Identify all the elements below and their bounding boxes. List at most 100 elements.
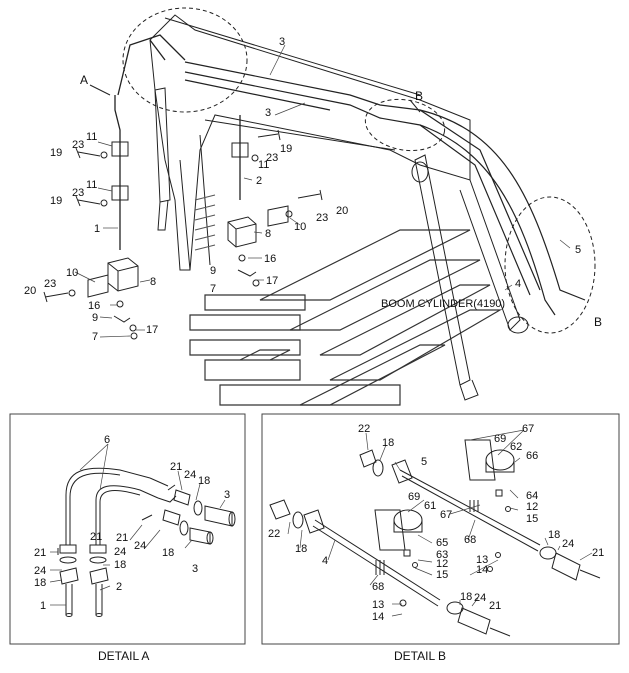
detail-b-circle [364, 98, 446, 152]
bracket-10-b [267, 205, 289, 227]
b-label-62: 62 [510, 441, 522, 453]
a-label-18-c: 18 [114, 559, 126, 571]
hose-1 [114, 95, 121, 250]
cap-17-a [129, 324, 137, 332]
washer-23-e [68, 289, 76, 297]
label-23-d: 23 [266, 152, 278, 164]
lower-boom-arm [459, 179, 521, 331]
fitting-9-b [237, 269, 257, 277]
b-label-21-a: 21 [592, 547, 604, 559]
cap-17-b [252, 279, 260, 287]
label-23-e: 23 [316, 212, 328, 224]
label-17-a: 17 [146, 324, 158, 336]
bolt-19-b [75, 195, 101, 207]
detail-a-circle [122, 7, 248, 113]
label-5: 5 [575, 244, 581, 256]
washer-23-b [100, 199, 108, 207]
label-3-upper: 3 [279, 36, 285, 48]
label-11-c: 11 [258, 159, 269, 171]
label-23-c: 23 [44, 278, 56, 290]
a-label-2: 2 [116, 581, 122, 593]
bolt-19-a [75, 147, 101, 159]
label-23-b: 23 [72, 187, 84, 199]
boom-grating [194, 194, 216, 251]
bolt-20-a [43, 291, 69, 303]
b-label-15-b: 15 [436, 569, 448, 581]
detail-a-hose-2 [95, 485, 159, 545]
boom-upper-edge [164, 17, 421, 96]
b-label-68-b: 68 [372, 581, 384, 593]
fitting-9-a [113, 315, 131, 323]
clamp-11-c [231, 142, 249, 158]
callout-b-lower: B [594, 315, 602, 329]
b-label-65: 65 [436, 537, 448, 549]
b-label-4: 4 [322, 555, 328, 567]
b-label-64: 64 [526, 490, 538, 502]
b-label-13-a: 13 [476, 554, 488, 566]
detail-b-dome-lower [393, 509, 423, 531]
boom-lower-edge [204, 119, 396, 151]
callout-b-leader [409, 99, 421, 113]
b-label-61: 61 [424, 500, 436, 512]
a-label-3-b: 3 [192, 563, 198, 575]
b-label-67-a: 67 [522, 423, 534, 435]
label-20-b: 20 [336, 205, 348, 217]
boom-side-plate [179, 134, 211, 271]
valve-block-8-a [107, 257, 139, 292]
detail-b-flange-5-left [391, 459, 413, 484]
clamp-11-a [111, 141, 129, 157]
label-4: 4 [515, 278, 521, 290]
detail-a-pipe-2 [95, 584, 103, 615]
main-labels: 3 3 11 23 19 11 23 19 1 10 23 20 8 16 9 … [24, 36, 581, 343]
detail-a-fitting-right [89, 544, 107, 554]
bracket-10-a [87, 274, 109, 298]
b-label-68-a: 68 [464, 534, 476, 546]
boom-cylinder [414, 154, 479, 401]
a-label-21-d: 21 [90, 531, 102, 543]
label-8-b: 8 [265, 228, 271, 240]
b-label-24-a: 24 [562, 538, 574, 550]
detail-a-hose-1 [65, 467, 151, 545]
washer-23-d [285, 210, 293, 218]
b-label-18-d: 18 [460, 591, 472, 603]
label-7-b: 7 [210, 283, 216, 295]
label-16-a: 16 [88, 300, 100, 312]
main-leader-lines [74, 44, 571, 338]
a-label-6: 6 [104, 434, 110, 446]
b-label-13-b: 13 [372, 599, 384, 611]
a-label-24-d: 24 [34, 565, 46, 577]
b-label-14-b: 14 [372, 611, 384, 623]
boom-cylinder-label: BOOM CYLINDER(4190) [381, 298, 505, 310]
b-label-63: 63 [436, 549, 448, 561]
boom-body [149, 14, 471, 271]
oring-16-a [116, 300, 124, 308]
a-label-18-d: 18 [34, 577, 46, 589]
b-label-66: 66 [526, 450, 538, 462]
hose-5 [419, 109, 586, 301]
detail-a-caption: DETAIL A [98, 649, 149, 663]
detail-b-box [261, 413, 620, 645]
b-label-18-a: 18 [382, 437, 394, 449]
label-19-c: 19 [280, 143, 292, 155]
a-label-24-b: 24 [134, 540, 146, 552]
detail-b-drawing [269, 429, 601, 637]
hose-4 [419, 124, 556, 316]
boom-pipes [184, 61, 541, 296]
valve-block-8-b [227, 216, 257, 248]
a-label-21-a: 21 [170, 461, 182, 473]
b-label-22-b: 22 [268, 528, 280, 540]
label-20-a: 20 [24, 285, 36, 297]
label-11-a: 11 [86, 131, 97, 143]
detail-b-bracket-lower [374, 509, 406, 551]
b-label-18-b: 18 [295, 543, 307, 555]
label-1: 1 [94, 223, 100, 235]
main-assembly [43, 7, 596, 406]
label-11-b: 11 [86, 179, 97, 191]
hose-upper [117, 34, 186, 96]
washer-23-a [100, 151, 108, 159]
label-8-a: 8 [150, 276, 156, 288]
label-10-b: 10 [294, 221, 306, 233]
b-label-18-c: 18 [548, 529, 560, 541]
arm-cylinder [154, 87, 171, 231]
